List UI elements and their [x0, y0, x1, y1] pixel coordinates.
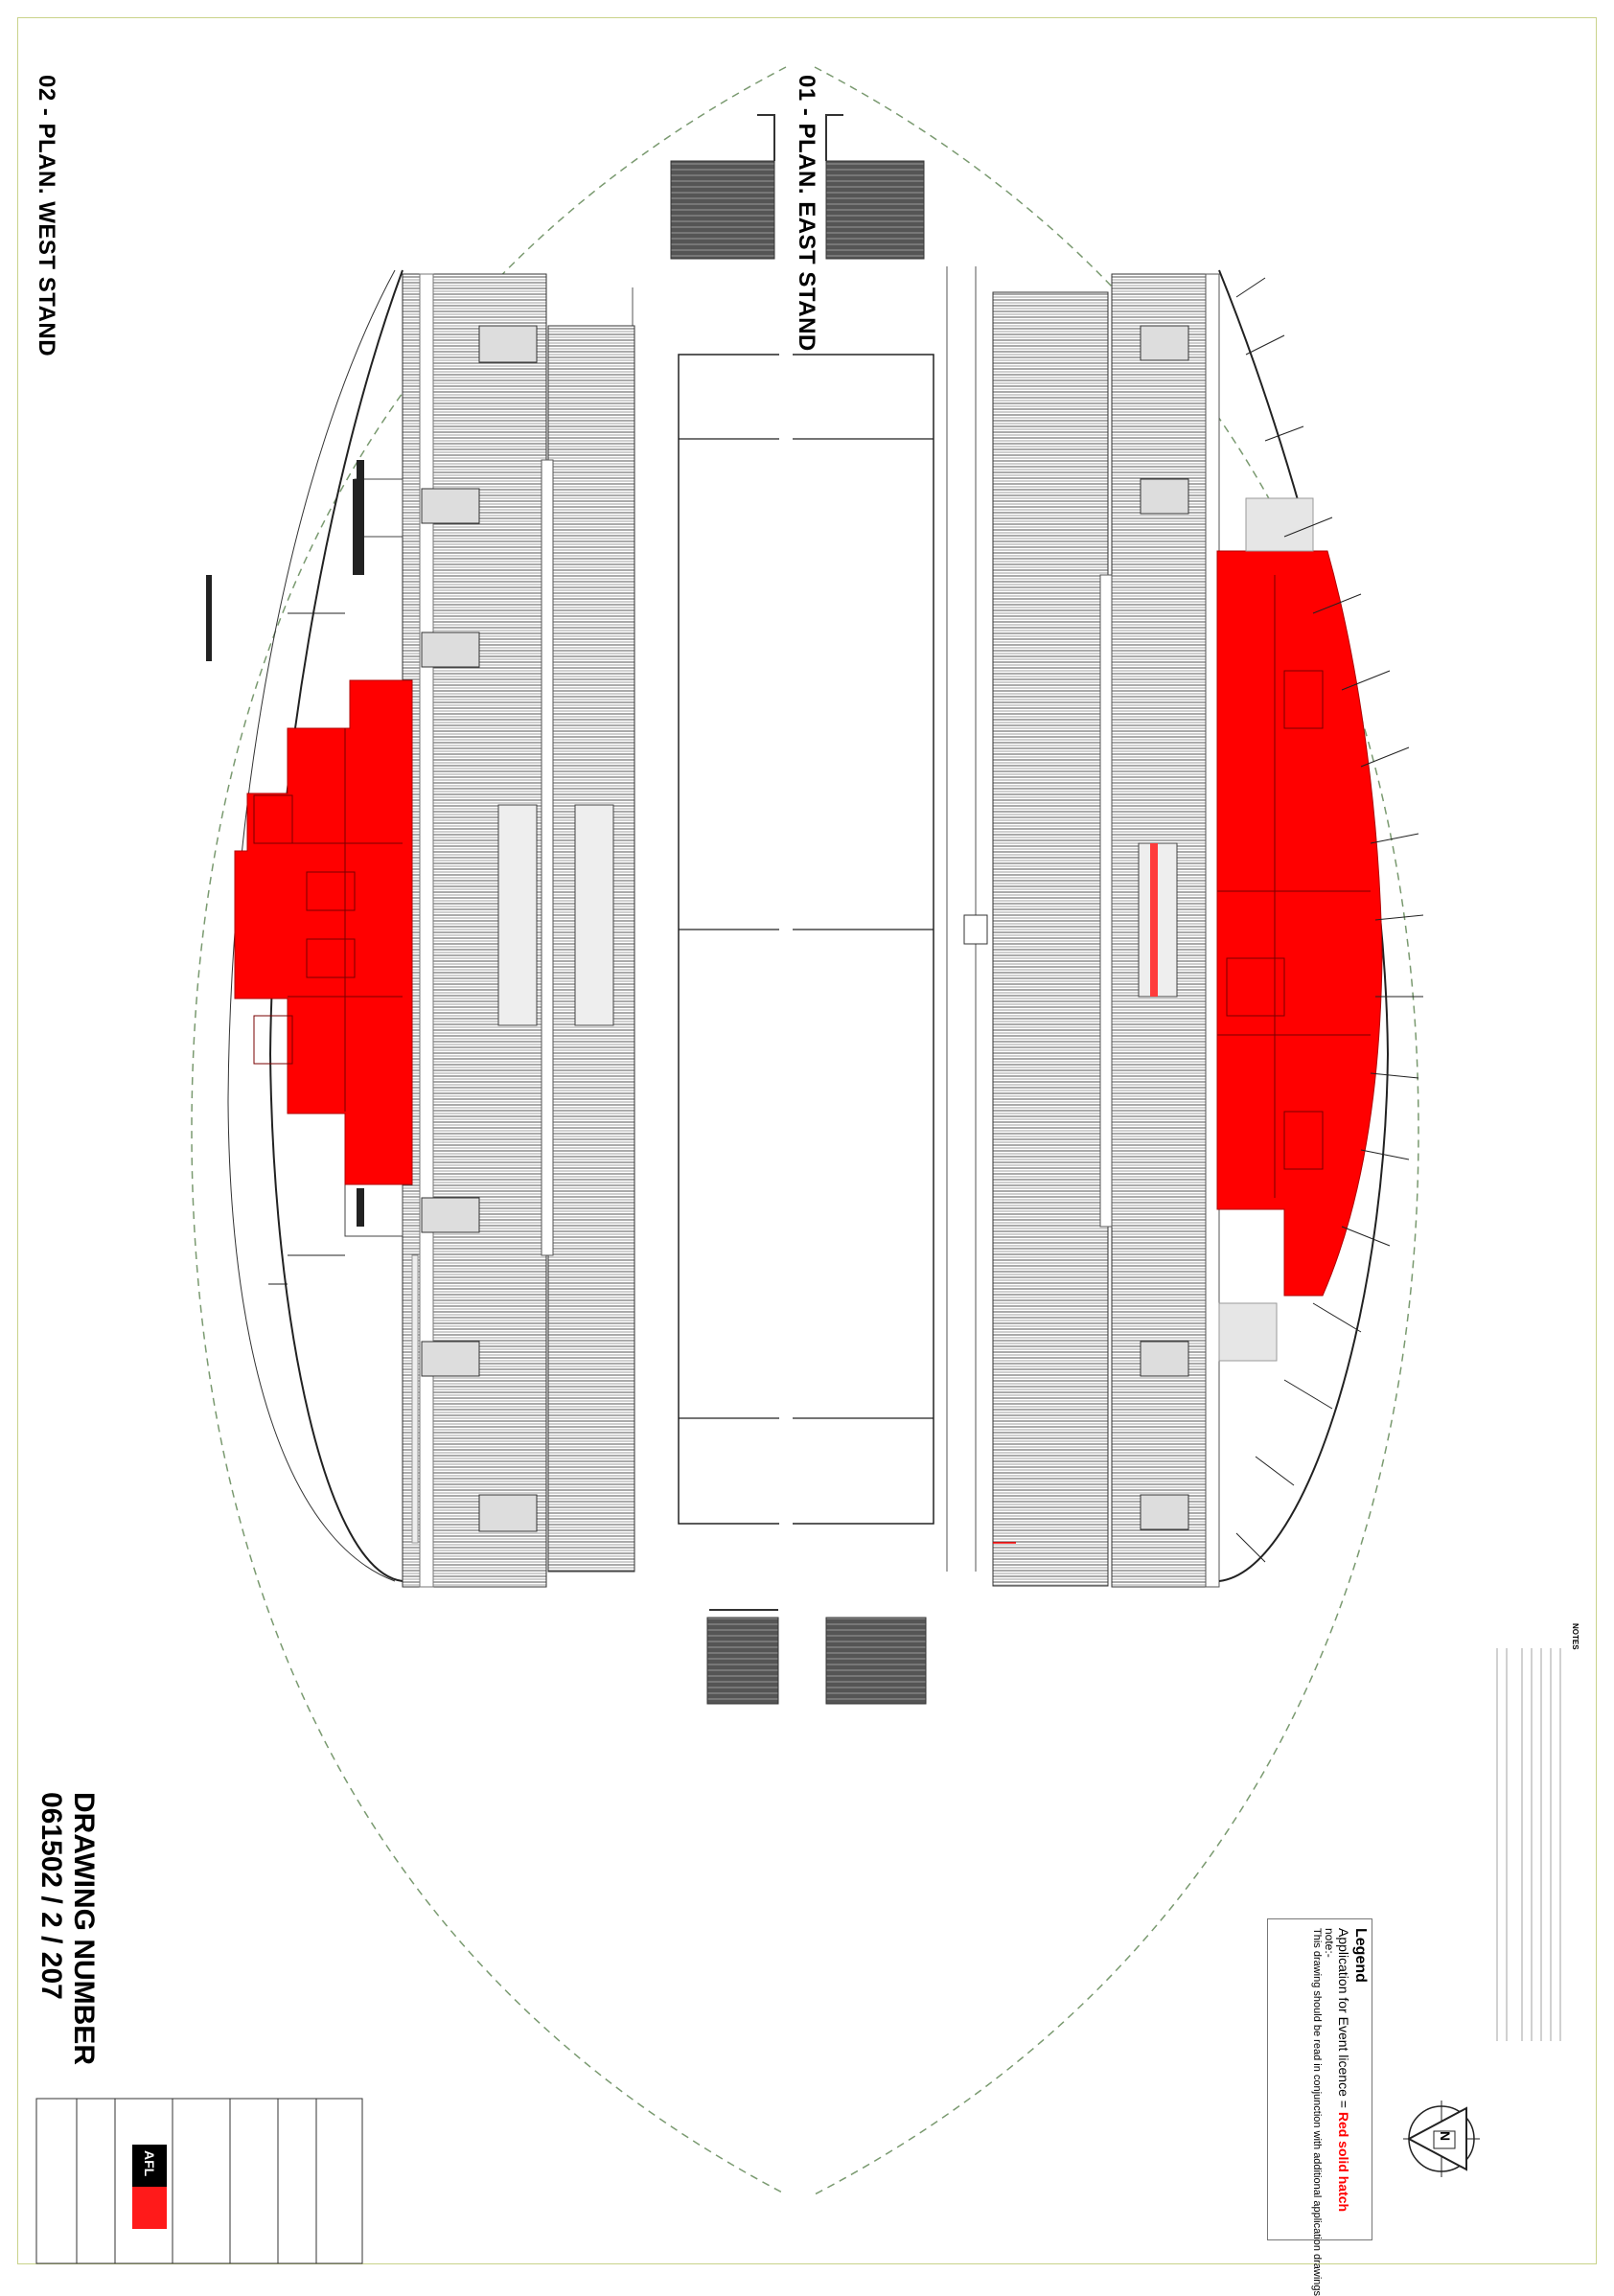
north-arrow-icon	[1403, 2101, 1480, 2177]
legend-note-label: note:-	[1323, 1928, 1336, 1958]
company-logo: AFL	[132, 2145, 167, 2187]
east-stand-plan	[963, 269, 1424, 1588]
east-stand-title-text: 01 - PLAN. EAST STAND	[794, 75, 819, 352]
west-stand-title-text: 02 - PLAN. WEST STAND	[34, 75, 59, 357]
notes-heading-text: NOTES	[1571, 1623, 1579, 1650]
notes-lines	[1496, 1648, 1561, 2041]
north-label-text: N	[1438, 2131, 1453, 2142]
legend-heading: Legend	[1352, 1928, 1369, 1983]
legend-note-text: This drawing should be read in conjuncti…	[1311, 1928, 1323, 2296]
legend-hatch-label: Red solid hatch	[1336, 2111, 1351, 2213]
drawing-sheet-border	[17, 17, 1597, 2264]
pitch	[632, 266, 977, 1572]
west-stand-title: 02 - PLAN. WEST STAND	[33, 75, 59, 356]
west-stand-plan	[206, 269, 635, 1588]
legend-item-text: Application for Event licence =	[1336, 1928, 1351, 2112]
north-end-stands	[670, 114, 925, 260]
drawing-number-label: DRAWING NUMBER	[68, 1792, 100, 2065]
legend-content: Legend Application for Event licence = R…	[1311, 1928, 1369, 2296]
legend-item: Application for Event licence = Red soli…	[1336, 1928, 1351, 2235]
north-label: N	[1438, 2131, 1453, 2141]
drawing-number-block: DRAWING NUMBER 061502 / 2 / 207	[35, 1792, 100, 2065]
legend-box	[1267, 1918, 1372, 2240]
company-logo-red-bar	[132, 2187, 167, 2229]
notes-heading: NOTES	[1571, 1623, 1579, 1650]
drawing-number-value: 061502 / 2 / 207	[35, 1792, 67, 2000]
title-block-frame	[35, 2098, 363, 2264]
south-end-stands	[706, 1609, 927, 1705]
company-logo-text: AFL	[142, 2150, 157, 2177]
east-stand-title: 01 - PLAN. EAST STAND	[793, 75, 819, 352]
